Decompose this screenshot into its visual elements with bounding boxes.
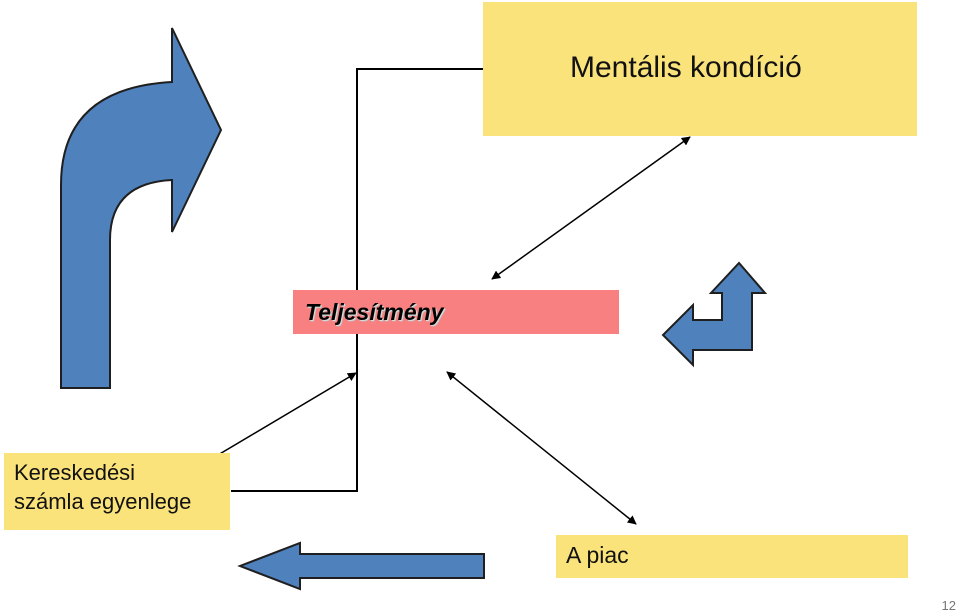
market-box: A piac (556, 535, 908, 578)
performance-box: Teljesítmény (293, 290, 619, 334)
page-number: 12 (941, 598, 956, 613)
market-label: A piac (566, 542, 629, 568)
mental-condition-box: Mentális kondíció (483, 2, 917, 136)
curved-arrow-icon (60, 27, 223, 389)
left-arrow-icon (237, 541, 485, 591)
double-arrow-market (446, 371, 637, 525)
bent-arrow-icon (661, 261, 768, 368)
mental-condition-label: Mentális kondíció (570, 51, 802, 84)
account-balance-box: Kereskedési számla egyenlege (4, 453, 230, 530)
account-balance-label-line2: számla egyenlege (14, 489, 192, 514)
account-balance-label-line1: Kereskedési (14, 460, 136, 485)
connector-line (231, 68, 483, 492)
performance-label: Teljesítmény (305, 299, 444, 325)
double-arrow-mental (491, 136, 691, 280)
